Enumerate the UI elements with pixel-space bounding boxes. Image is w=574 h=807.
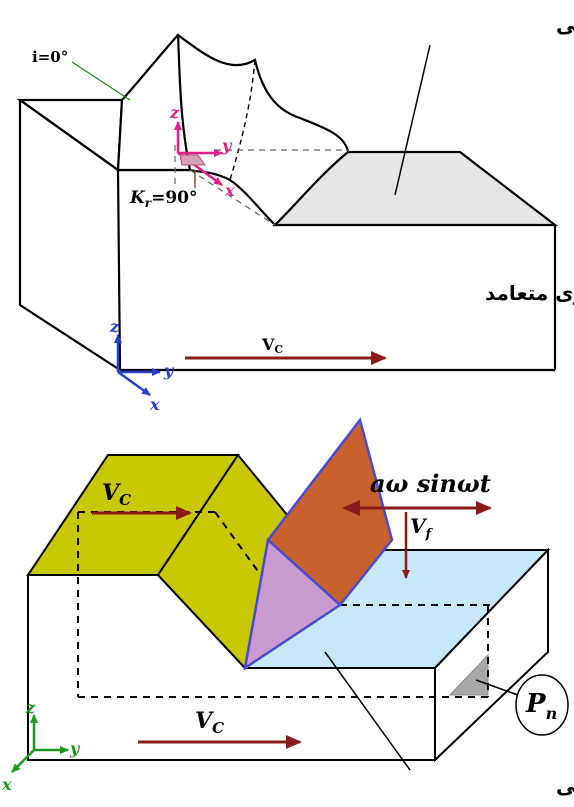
bottom-ref-axis-z: z xyxy=(25,698,36,717)
top-side-surface-pointer xyxy=(394,44,431,196)
tool-flank-face xyxy=(243,537,343,671)
vf-label: Vf xyxy=(410,514,434,542)
vibration-arrow-left-head xyxy=(342,500,360,516)
pn-callout-circle xyxy=(515,674,569,736)
top-ref-axes xyxy=(114,334,161,397)
pn-pointer xyxy=(475,679,519,696)
tool-axis-x: x xyxy=(224,181,235,200)
top-ref-axis-z: z xyxy=(109,317,120,336)
orthogonal-machining-label: ماشینکاری متعامد xyxy=(485,281,574,305)
tool-axis-z: z xyxy=(169,103,180,122)
inclination-pointer-line xyxy=(71,61,131,101)
tool-axis-y: y xyxy=(221,136,233,155)
top-hidden-lines xyxy=(174,145,348,226)
bottom-vc-top-label: VC xyxy=(102,480,131,509)
top-side-surface-label: سطح ماشینکاری‌شده جانبی xyxy=(556,13,574,37)
bottom-side-surface-label: سطح ماشینکاری‌شده جانبی xyxy=(556,774,574,798)
pn-label: Pn xyxy=(525,689,557,723)
tool-axes xyxy=(174,121,223,187)
bottom-ref-axes xyxy=(11,714,69,773)
inclination-label: i=0° xyxy=(32,48,68,66)
top-ref-axis-y: y xyxy=(163,361,175,380)
bottom-figure: aω sinωt Vf VC VC Pn سطح ماشینکاری‌شده ج… xyxy=(1,417,574,798)
top-vc-label: VC xyxy=(261,335,283,356)
vibration-label: aω sinωt xyxy=(370,469,491,498)
bottom-side-surface-pointer xyxy=(324,651,411,771)
bottom-vc-bottom-label: VC xyxy=(195,708,224,737)
top-figure: i=0° سطح ماشینکاری‌شده جانبی ماشینکاری م… xyxy=(16,13,574,414)
top-ref-axis-x: x xyxy=(149,395,160,414)
top-workpiece xyxy=(16,98,557,372)
kr-label: Kr=90° xyxy=(129,188,198,210)
bottom-ref-axis-x: x xyxy=(1,775,12,794)
bottom-ref-axis-y: y xyxy=(69,739,81,758)
